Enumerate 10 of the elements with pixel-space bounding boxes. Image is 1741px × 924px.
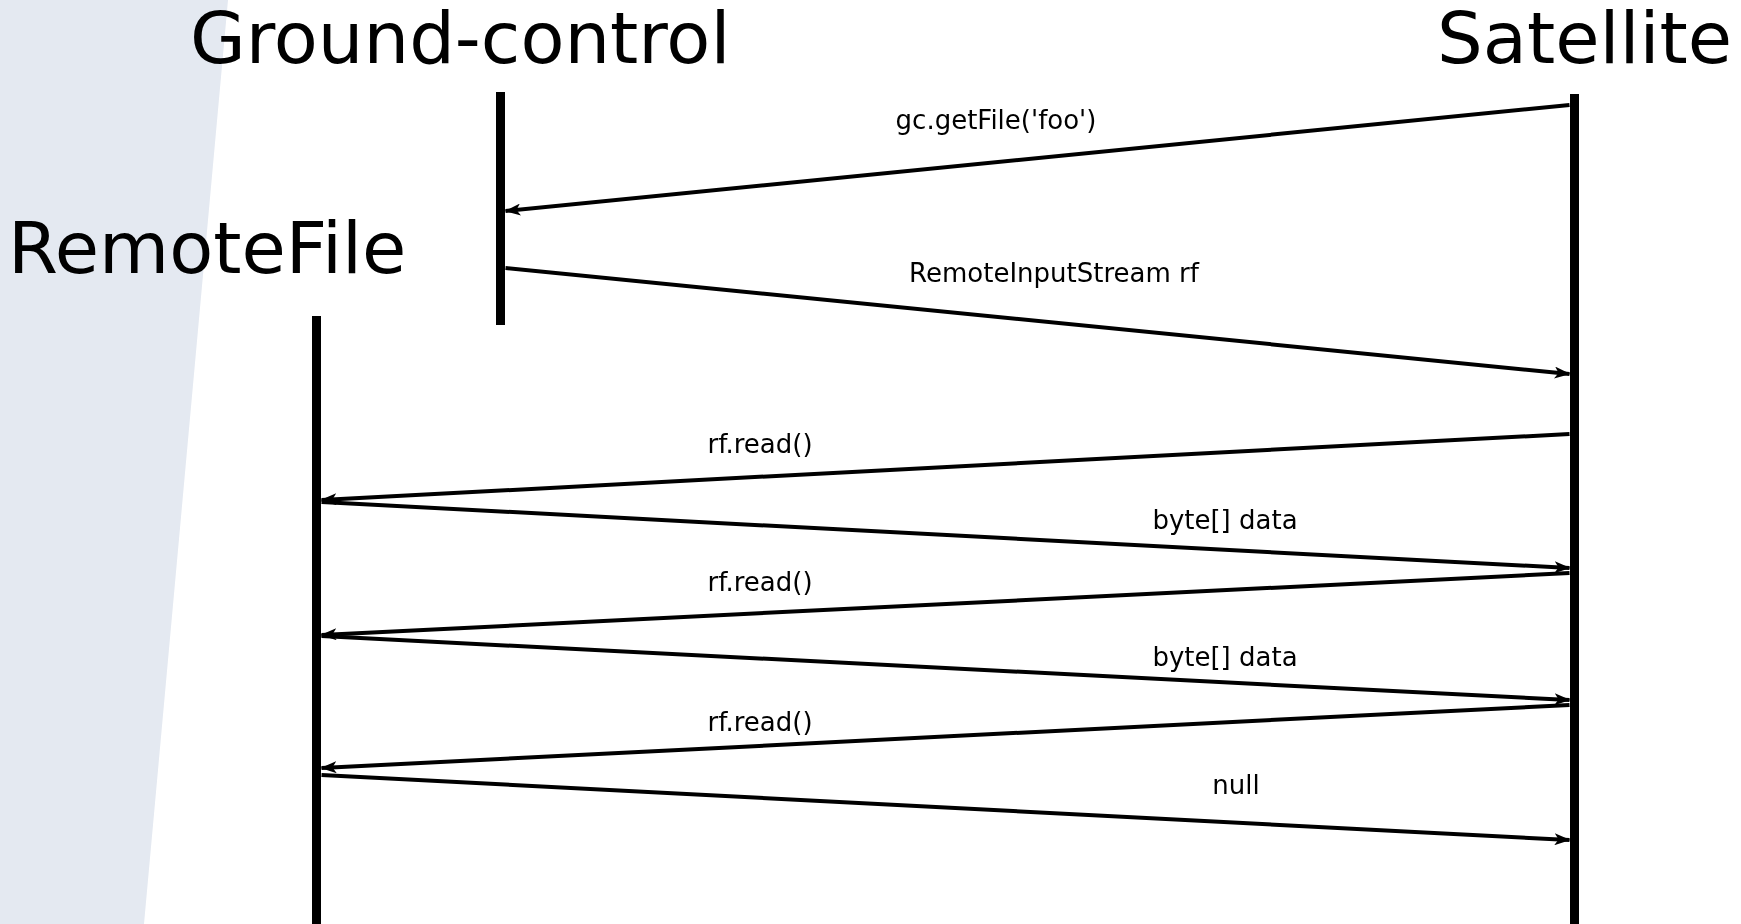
message-arrow [504, 103, 1570, 216]
participant-name: Satellite [1437, 2, 1732, 74]
message-arrow [320, 703, 1570, 774]
message-arrow [320, 571, 1570, 641]
participant-name: Ground-control [190, 2, 731, 74]
participant-name: RemoteFile [8, 212, 407, 284]
message-arrow [321, 634, 1571, 706]
message-arrow [505, 266, 1571, 379]
message-arrow [321, 500, 1571, 574]
message-arrow [321, 773, 1571, 846]
